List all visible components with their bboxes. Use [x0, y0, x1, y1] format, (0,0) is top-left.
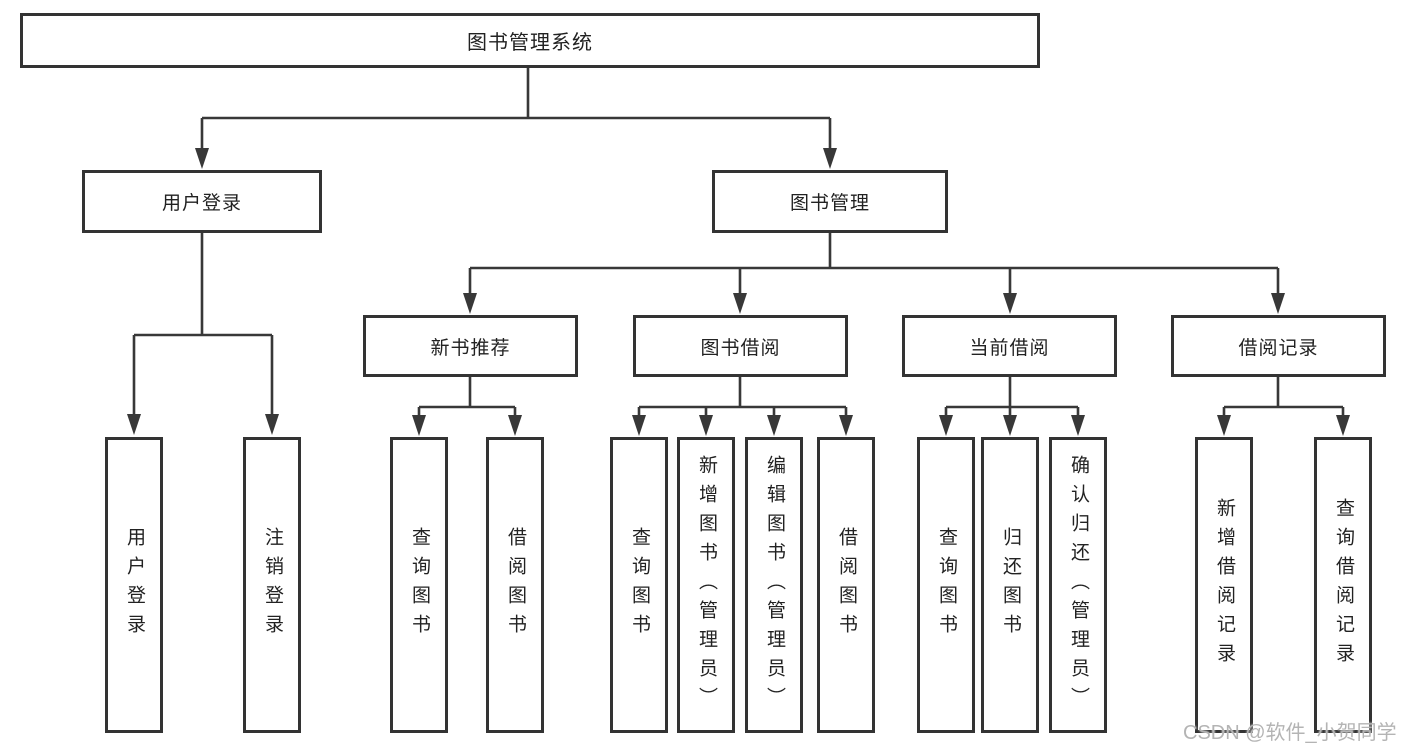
leaf-borrowing-query-books: 查询图书 [610, 437, 668, 733]
leaf-label: 用户登录 [123, 527, 145, 643]
arrow-down-icon [1003, 415, 1017, 436]
leaf-records-add-record: 新增借阅记录 [1195, 437, 1253, 733]
leaf-label: 查询借阅记录 [1332, 498, 1354, 672]
leaf-recommend-query-books: 查询图书 [390, 437, 448, 733]
node-current-borrowing: 当前借阅 [902, 315, 1117, 377]
leaf-borrowing-edit-books-admin: 编辑图书（管理员） [745, 437, 803, 733]
connector-line [468, 233, 1280, 295]
leaf-label: 借阅图书 [835, 527, 857, 643]
node-root-system: 图书管理系统 [20, 13, 1040, 68]
node-book-management: 图书管理 [712, 170, 948, 233]
arrow-down-icon [508, 415, 522, 436]
leaf-label: 确认归还（管理员） [1067, 454, 1089, 716]
arrow-down-icon [463, 293, 477, 314]
leaf-label: 借阅图书 [504, 527, 526, 643]
node-new-book-recommend: 新书推荐 [363, 315, 578, 377]
leaf-logout: 注销登录 [243, 437, 301, 733]
leaf-records-query-record: 查询借阅记录 [1314, 437, 1372, 733]
node-user-login: 用户登录 [82, 170, 322, 233]
leaf-label: 新增图书（管理员） [695, 454, 717, 716]
connector-line [944, 377, 1080, 417]
leaf-borrowing-add-books-admin: 新增图书（管理员） [677, 437, 735, 733]
arrow-down-icon [767, 415, 781, 436]
arrow-down-icon [839, 415, 853, 436]
connector-line [417, 377, 517, 417]
arrow-down-icon [1271, 293, 1285, 314]
arrow-down-icon [127, 414, 141, 435]
connector-line [1222, 377, 1345, 417]
arrow-down-icon [699, 415, 713, 436]
arrow-down-icon [195, 148, 209, 169]
arrow-down-icon [412, 415, 426, 436]
csdn-watermark: CSDN @软件_小贺同学 [1183, 722, 1397, 744]
leaf-label: 新增借阅记录 [1213, 498, 1235, 672]
arrow-down-icon [733, 293, 747, 314]
connector-line [637, 377, 848, 417]
arrow-down-icon [1003, 293, 1017, 314]
leaf-label: 编辑图书（管理员） [763, 454, 785, 716]
leaf-current-confirm-return-admin: 确认归还（管理员） [1049, 437, 1107, 733]
leaf-label: 注销登录 [261, 527, 283, 643]
arrow-down-icon [632, 415, 646, 436]
arrow-down-icon [823, 148, 837, 169]
connector-line [132, 233, 274, 416]
arrow-down-icon [1217, 415, 1231, 436]
arrow-down-icon [939, 415, 953, 436]
leaf-label: 查询图书 [628, 527, 650, 643]
leaf-recommend-borrow-books: 借阅图书 [486, 437, 544, 733]
arrow-down-icon [1071, 415, 1085, 436]
arrow-down-icon [1336, 415, 1350, 436]
leaf-label: 查询图书 [935, 527, 957, 643]
leaf-label: 归还图书 [999, 527, 1021, 643]
leaf-current-return-books: 归还图书 [981, 437, 1039, 733]
arrow-down-icon [265, 414, 279, 435]
connector-line [200, 68, 832, 150]
leaf-user-login: 用户登录 [105, 437, 163, 733]
leaf-label: 查询图书 [408, 527, 430, 643]
leaf-current-query-books: 查询图书 [917, 437, 975, 733]
node-book-borrowing: 图书借阅 [633, 315, 848, 377]
leaf-borrowing-borrow-books: 借阅图书 [817, 437, 875, 733]
node-borrow-records: 借阅记录 [1171, 315, 1386, 377]
